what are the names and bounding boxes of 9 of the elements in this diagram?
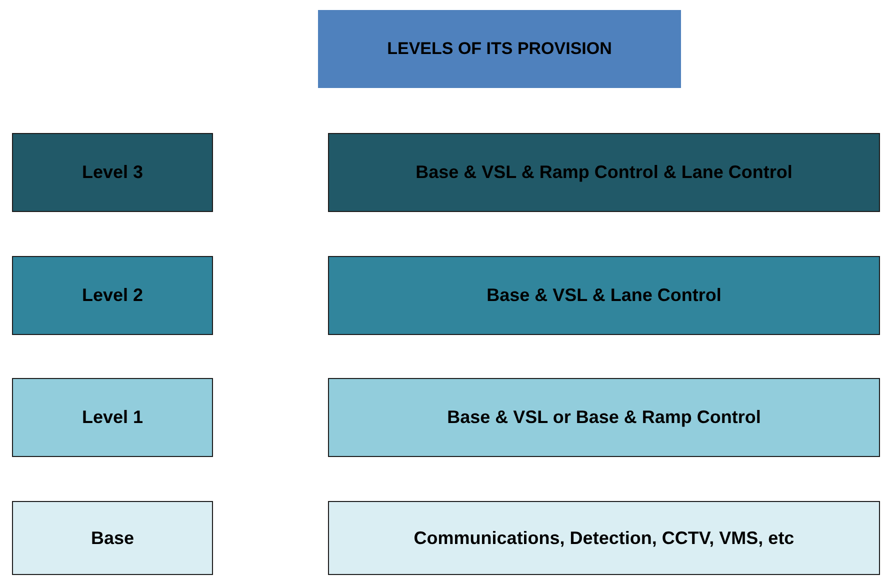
level-description-box: Base & VSL & Lane Control (328, 256, 880, 335)
level-description-box: Communications, Detection, CCTV, VMS, etc (328, 501, 880, 575)
level-box: Level 3 (12, 133, 213, 212)
level-box: Level 2 (12, 256, 213, 335)
title-box: LEVELS OF ITS PROVISION (318, 10, 681, 88)
level-description-box: Base & VSL & Ramp Control & Lane Control (328, 133, 880, 212)
level-box: Level 1 (12, 378, 213, 457)
level-description-box: Base & VSL or Base & Ramp Control (328, 378, 880, 457)
level-box: Base (12, 501, 213, 575)
